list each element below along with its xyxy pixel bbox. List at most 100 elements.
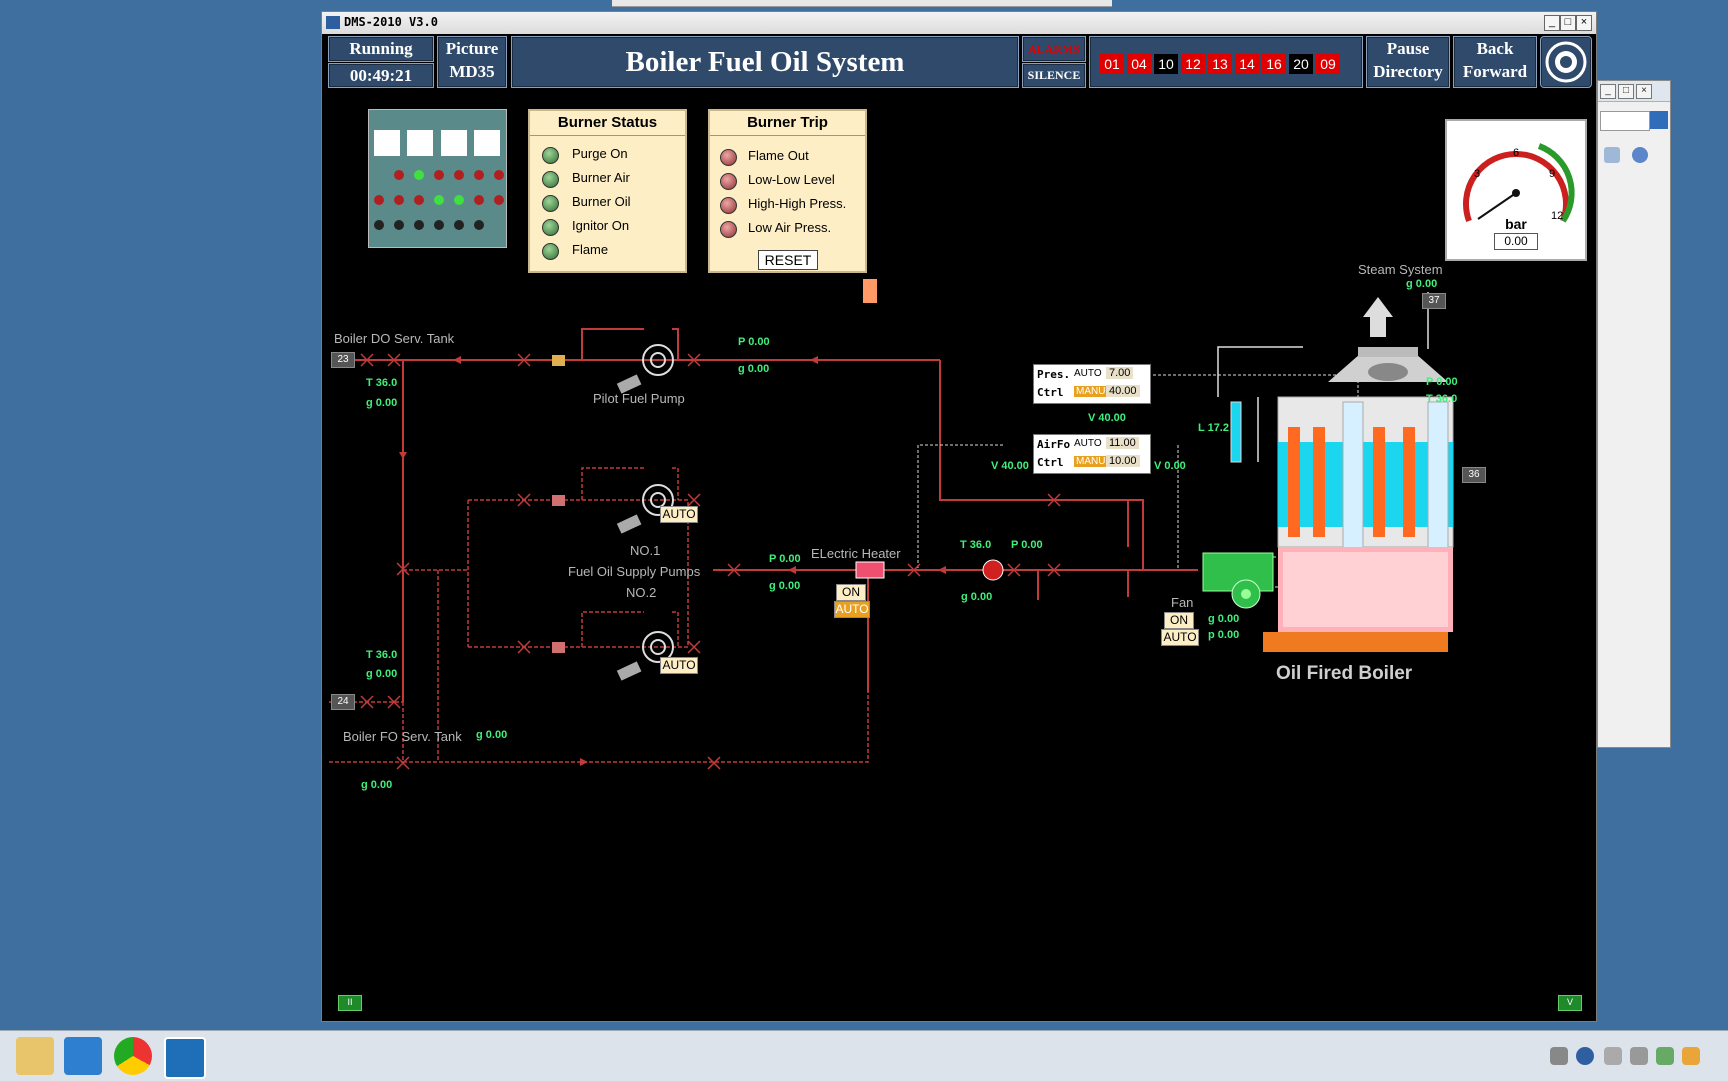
valve-icon[interactable] [517,353,531,367]
pres-manu-mode[interactable]: MANU [1074,386,1108,397]
pause-button[interactable]: Pause [1386,39,1430,58]
valve-icon[interactable] [517,640,531,654]
shield-icon[interactable] [1656,1047,1674,1065]
fo-tank-tag[interactable]: 24 [331,694,355,710]
air-auto-mode[interactable]: AUTO [1074,438,1102,449]
air-fuel-controller[interactable]: AirFo Ctrl AUTO MANU 11.00 10.00 [1033,434,1151,474]
alarm-number[interactable]: 09 [1316,54,1340,74]
valve-icon[interactable] [727,563,741,577]
file-explorer-icon[interactable] [16,1037,54,1075]
alarm-number[interactable]: 04 [1127,54,1151,74]
valve-icon[interactable] [1047,563,1061,577]
valve-icon[interactable] [1047,493,1061,507]
status-lamp-icon [542,219,559,236]
close-icon[interactable]: × [1636,84,1652,99]
fan-auto-button[interactable]: AUTO [1161,629,1199,646]
boiler-tag[interactable]: 36 [1462,467,1486,483]
silence-button[interactable]: SILENCE [1022,63,1086,88]
steam-flow-reading: g 0.00 [1406,278,1438,290]
control-panel-thumbnail[interactable] [368,109,507,248]
heater-on-button[interactable]: ON [836,584,866,601]
valve-icon[interactable] [360,695,374,709]
picture-button[interactable]: Picture MD35 [437,36,507,88]
keyboard-icon[interactable] [1550,1047,1568,1065]
pressure-controller[interactable]: Pres. Ctrl AUTO MANU 7.00 40.00 [1033,364,1151,404]
pres-auto-mode[interactable]: AUTO [1074,368,1102,379]
help-icon[interactable] [1576,1047,1594,1065]
logo-icon [1540,36,1592,88]
filters [552,355,565,653]
right-corner-button[interactable]: V [1558,995,1582,1011]
alarms-indicator[interactable]: ALARMS [1022,36,1086,62]
alarm-number[interactable]: 16 [1262,54,1286,74]
valve-icon[interactable] [1007,563,1021,577]
fo-temp-reading: T 36.0 [366,649,398,661]
pres-output[interactable]: 40.00 [1106,385,1140,397]
search-icon[interactable] [1650,111,1668,129]
pump2-auto-button[interactable]: AUTO [660,657,698,674]
valve-icon[interactable] [907,563,921,577]
steam-tag[interactable]: 37 [1422,293,1446,309]
network-icon[interactable] [1604,1047,1622,1065]
valve-icon[interactable] [387,695,401,709]
alarm-number[interactable]: 14 [1235,54,1259,74]
booster-pump-icon[interactable] [982,559,1004,581]
valve-icon[interactable] [387,353,401,367]
media-player-icon[interactable] [64,1037,102,1075]
background-window-edge [612,0,1112,7]
air-ctrl-output-right: V 0.00 [1154,460,1186,472]
dms-app-icon[interactable] [164,1037,206,1079]
elapsed-time: 00:49:21 [328,63,434,88]
forward-button[interactable]: Forward [1462,62,1528,81]
gauge-tick: 9 [1549,168,1555,180]
alarm-number[interactable]: 12 [1181,54,1205,74]
three-way-valve-icon[interactable] [396,756,410,770]
pres-setpoint[interactable]: 7.00 [1106,367,1134,379]
left-corner-button[interactable]: II [338,995,362,1011]
fan-on-button[interactable]: ON [1164,612,1194,629]
air-manu-mode[interactable]: MANU [1074,456,1108,467]
valve-icon[interactable] [687,493,701,507]
status-label: Flame [572,242,609,257]
heater-auto-button[interactable]: AUTO [834,601,870,618]
chrome-icon[interactable] [114,1037,152,1075]
pump1-auto-button[interactable]: AUTO [660,506,698,523]
alarm-number[interactable]: 01 [1100,54,1124,74]
background-search-input[interactable] [1600,111,1650,131]
valve-icon[interactable] [517,493,531,507]
trip-label: Low Air Press. [748,220,832,235]
pumps[interactable] [642,344,674,663]
alarm-number[interactable]: 20 [1289,54,1313,74]
pump-loop-pipe [403,499,689,648]
help-icon[interactable] [1632,147,1648,163]
alarm-number[interactable]: 13 [1208,54,1232,74]
directory-button[interactable]: Directory [1373,62,1443,81]
alarm-number[interactable]: 10 [1154,54,1178,74]
air-setpoint[interactable]: 11.00 [1106,437,1139,449]
close-icon[interactable]: × [1576,15,1592,31]
panel-icon[interactable] [1604,147,1620,163]
maximize-icon[interactable]: □ [1560,15,1576,31]
minimize-icon[interactable]: _ [1600,84,1616,99]
maximize-icon[interactable]: □ [1618,84,1634,99]
air-output[interactable]: 10.00 [1106,455,1140,467]
speaker-icon[interactable] [1630,1047,1648,1065]
flow-arrow [810,356,818,364]
minimize-icon[interactable]: _ [1544,15,1560,31]
fan-icon[interactable] [1202,552,1324,609]
trip-lamp-icon [720,149,737,166]
boiler-icon [1263,297,1454,652]
valve-icon[interactable] [687,640,701,654]
electric-heater-icon[interactable] [855,561,885,579]
trip-label: Flame Out [748,148,809,163]
reset-button[interactable]: RESET [758,250,818,270]
valve-icon[interactable] [707,756,721,770]
do-tank-tag[interactable]: 23 [331,352,355,368]
three-way-valve-icon[interactable] [396,562,410,576]
tray-icon[interactable] [1682,1047,1700,1065]
valve-icon[interactable] [360,353,374,367]
valve-icon[interactable] [687,353,701,367]
back-button[interactable]: Back [1476,39,1514,58]
